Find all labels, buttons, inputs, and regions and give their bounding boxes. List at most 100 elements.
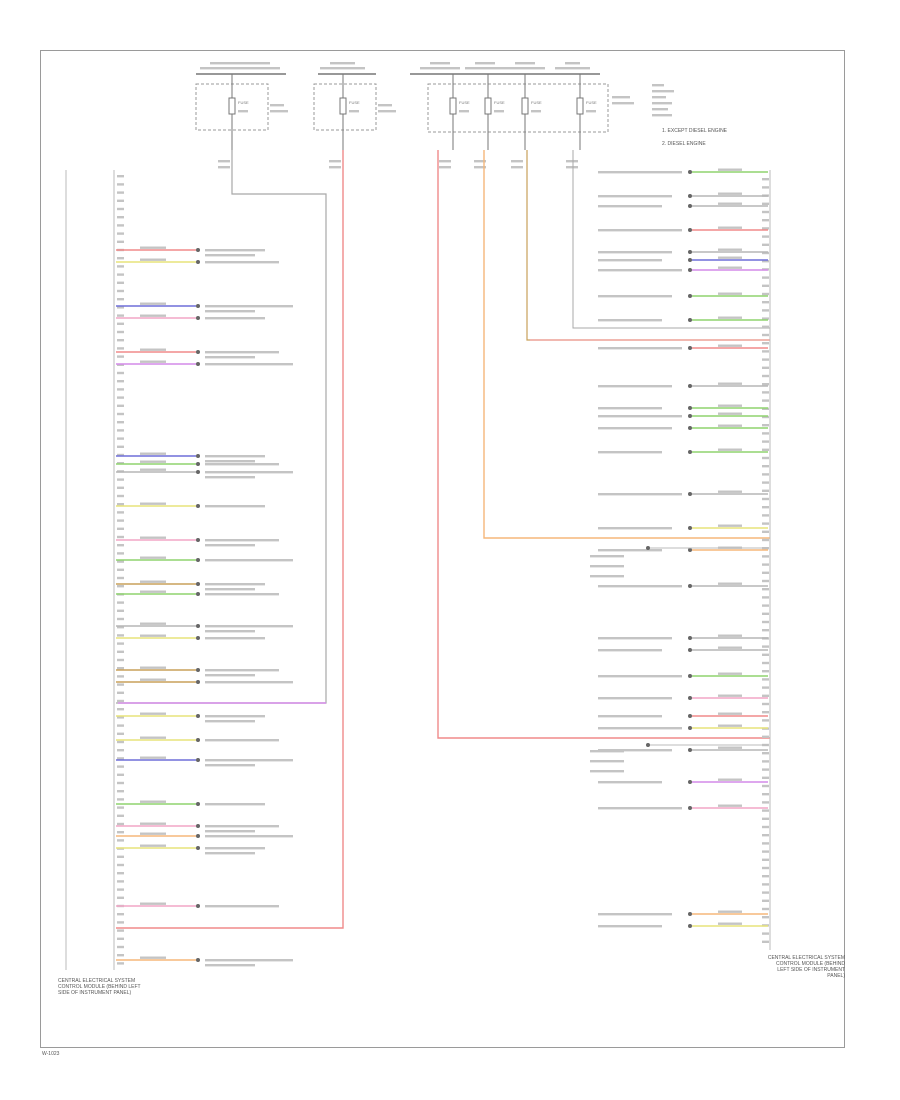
wire-code xyxy=(140,712,166,715)
destination-label xyxy=(205,305,293,308)
pin-number xyxy=(117,863,124,867)
pin-number xyxy=(117,708,124,711)
pin-number xyxy=(117,568,124,571)
wire-code xyxy=(718,316,742,319)
pin-number xyxy=(117,298,124,301)
destination-label xyxy=(205,363,293,366)
wire-code xyxy=(718,804,742,807)
terminal-dot xyxy=(196,362,200,366)
pin-number xyxy=(117,232,124,235)
wire-code xyxy=(140,800,166,803)
pin-number xyxy=(762,620,769,624)
terminal-dot xyxy=(196,248,200,252)
destination-label xyxy=(598,727,682,730)
bus-label xyxy=(505,67,545,70)
pin-number xyxy=(762,899,769,902)
pin-number xyxy=(762,932,769,935)
fuse-text xyxy=(652,96,666,99)
pin-number xyxy=(762,276,769,279)
terminal-dot xyxy=(196,846,200,850)
terminal-dot xyxy=(196,454,200,458)
pin-number xyxy=(117,658,124,662)
diagram-frame xyxy=(40,50,845,1048)
pin-number xyxy=(117,954,124,957)
pin-number xyxy=(762,497,769,501)
pin-number xyxy=(117,667,124,670)
wires xyxy=(116,150,770,929)
wire-code xyxy=(718,256,742,259)
pin-number xyxy=(117,421,124,424)
fuse-symbol xyxy=(576,97,584,115)
pin-number xyxy=(762,448,769,451)
terminal-dot xyxy=(196,558,200,562)
terminal-dot xyxy=(688,714,692,718)
wire-code xyxy=(718,292,742,295)
wire-code xyxy=(718,490,742,493)
destination-label xyxy=(205,254,255,257)
terminal-dot xyxy=(196,538,200,542)
destination-label xyxy=(205,455,265,458)
fuse-text xyxy=(652,108,668,111)
wire-code xyxy=(718,382,742,385)
pin-number xyxy=(762,891,769,894)
wire-code xyxy=(718,192,742,195)
pin-number xyxy=(117,273,124,276)
pin-number xyxy=(117,396,124,399)
pin-number xyxy=(117,240,124,243)
pin-number xyxy=(117,289,124,293)
pin-number xyxy=(117,675,124,678)
fuse-label: FUSE xyxy=(531,100,542,105)
pin-number xyxy=(762,801,769,804)
pin-number xyxy=(117,486,124,489)
destination-label xyxy=(205,310,255,313)
fuse-text xyxy=(378,110,396,113)
destination-label xyxy=(598,781,662,784)
pin-number xyxy=(762,333,769,337)
wire-code xyxy=(140,348,166,351)
pin-number xyxy=(762,735,769,738)
pin-number xyxy=(762,916,769,919)
right-connector xyxy=(590,168,771,950)
feed-wire-brown xyxy=(526,150,770,341)
pin-number xyxy=(762,383,769,386)
pin-number xyxy=(117,913,124,916)
destination-label xyxy=(205,715,265,718)
pin-number xyxy=(117,921,124,924)
pin-number xyxy=(762,309,769,312)
pin-number xyxy=(762,694,769,697)
wire-code xyxy=(140,822,166,825)
pin-number xyxy=(762,432,769,435)
pin-number xyxy=(762,489,769,492)
fuse-text xyxy=(652,114,672,117)
pin-number xyxy=(117,732,124,735)
wire-code xyxy=(474,166,486,169)
pin-number xyxy=(117,560,124,563)
wire-code xyxy=(439,160,451,163)
wire-code xyxy=(140,756,166,759)
pin-number xyxy=(762,202,769,205)
pin-number xyxy=(762,866,769,870)
pin-number xyxy=(762,465,769,468)
destination-label xyxy=(598,319,662,322)
wire-code xyxy=(140,536,166,539)
pin-number xyxy=(117,257,124,260)
fuse-text xyxy=(612,96,630,99)
destination-label xyxy=(598,195,672,198)
pin-number xyxy=(117,576,124,580)
pin-number xyxy=(117,822,124,826)
destination-label xyxy=(598,259,662,262)
bus-label xyxy=(465,67,505,70)
wire-code xyxy=(566,160,578,163)
fuse-label: FUSE xyxy=(459,100,470,105)
pin-number xyxy=(762,883,769,886)
pin-number xyxy=(117,699,124,703)
destination-label xyxy=(598,913,672,916)
splice-label xyxy=(590,565,624,568)
pin-number xyxy=(117,527,124,530)
terminal-dot xyxy=(688,406,692,410)
wire-code xyxy=(718,712,742,715)
pin-number xyxy=(117,617,124,621)
splice-dot xyxy=(646,743,650,747)
feed-wire xyxy=(572,150,770,329)
